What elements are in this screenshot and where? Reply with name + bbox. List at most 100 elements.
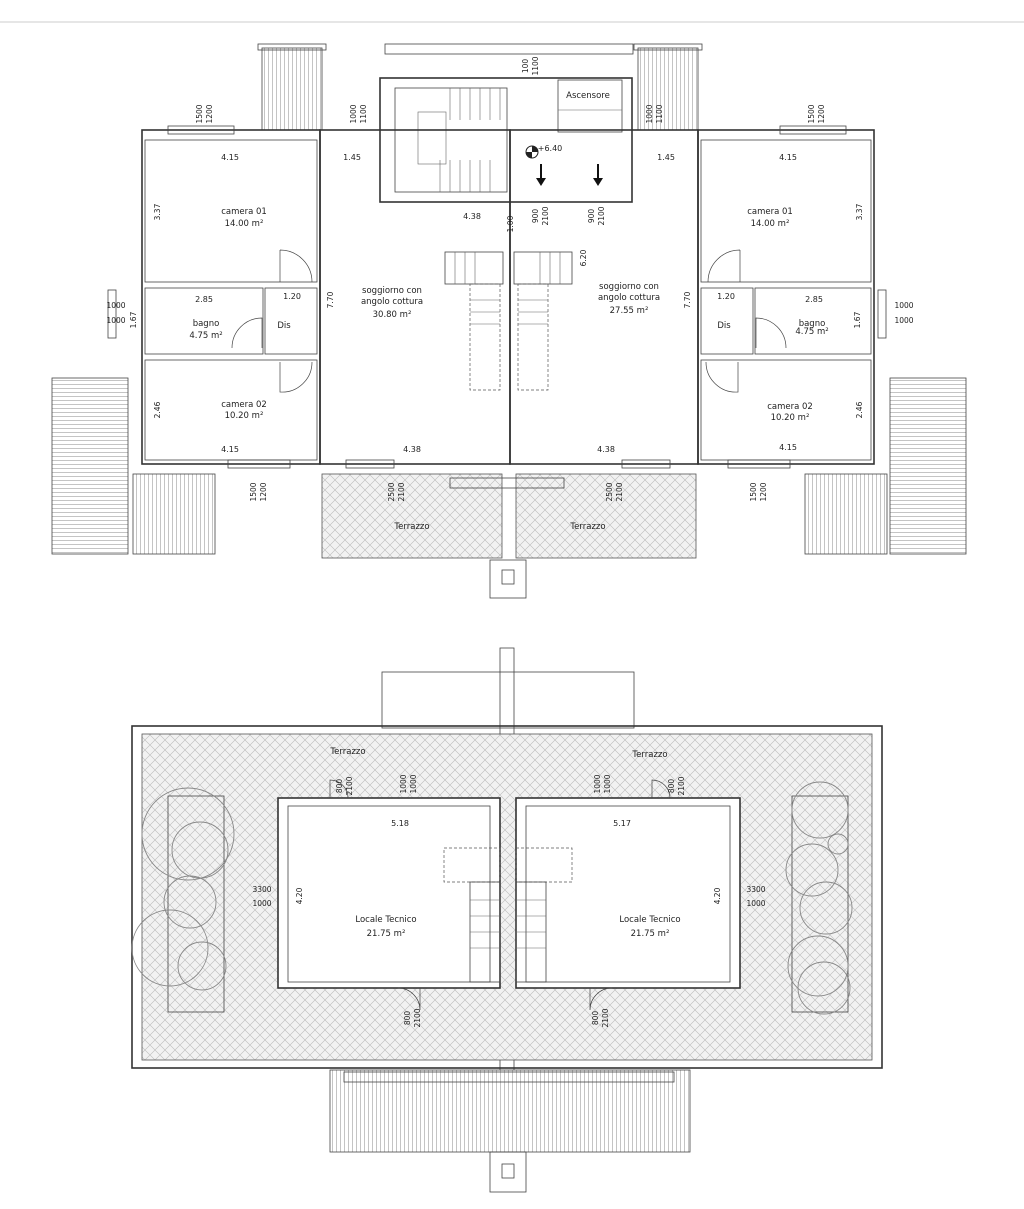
roof-deck-bottom	[329, 1069, 691, 1153]
dim-camera-02-left-w: 4.15	[221, 445, 239, 454]
area-camera-01-left: 14.00 m²	[225, 219, 264, 229]
dim-camera-01-right-h: 3.37	[855, 203, 864, 220]
room-dis-left	[264, 287, 318, 355]
label-bagno-left: bagno	[193, 319, 220, 329]
dim-camera-01-left-h: 3.37	[153, 203, 162, 220]
door-core-right-b: 2100	[597, 206, 606, 225]
dim-locale-right-w: 5.17	[613, 819, 631, 828]
door-top-right-a: 800	[667, 779, 676, 794]
dim-438-bottom-left: 4.38	[403, 445, 421, 454]
dim-camera-01-left-w: 4.15	[221, 153, 239, 162]
area-bagno-left: 4.75 m²	[189, 331, 222, 341]
deck-bottom-left	[132, 473, 216, 555]
area-soggiorno-left: 30.80 m²	[373, 310, 412, 320]
label-roof-terrazzo-right: Terrazzo	[631, 750, 667, 760]
area-camera-02-right: 10.20 m²	[771, 413, 810, 423]
win-terrace-right-a: 2500	[605, 482, 614, 501]
win-side-roof-left-b: 1000	[252, 899, 271, 908]
dim-camera-02-right-h: 2.46	[855, 401, 864, 418]
core-block	[379, 77, 633, 203]
label-camera-02-left: camera 02	[221, 400, 267, 410]
label-roof-terrazzo-left: Terrazzo	[329, 747, 365, 757]
label-camera-02-right: camera 02	[767, 402, 813, 412]
win-camera-01-left-a: 1500	[195, 104, 204, 123]
label-camera-01-left: camera 01	[221, 207, 267, 217]
door-core-left-a: 900	[531, 209, 540, 224]
win-top-left-b: 1000	[409, 774, 418, 793]
dim-dis-right-w: 1.20	[717, 292, 735, 301]
label-locale-tecnico-left: Locale Tecnico	[355, 915, 416, 925]
planter-right	[791, 795, 849, 1013]
dim-camera-01-right-w: 4.15	[779, 153, 797, 162]
win-terrace-right-b: 2100	[615, 482, 624, 501]
level-marker: +6.40	[538, 144, 563, 153]
win-side-left-b: 1100	[359, 104, 368, 123]
win-side-left-a: 1000	[349, 104, 358, 123]
room-locale-tecnico-left	[277, 797, 501, 989]
win-bagno-right-b: 1000	[894, 316, 913, 325]
dim-locale-right-h: 4.20	[713, 887, 722, 904]
label-soggiorno-left-1: soggiorno con	[362, 286, 422, 296]
dim-bagno-right-h: 1.67	[853, 311, 862, 328]
dim-soggiorno-left-h: 7.70	[326, 291, 335, 308]
door-top-left-b: 2100	[345, 776, 354, 795]
label-terrazzo-left: Terrazzo	[393, 522, 429, 532]
area-camera-01-right: 14.00 m²	[751, 219, 790, 229]
win-side-right-b: 1100	[655, 104, 664, 123]
door-bottom-right-b: 2100	[601, 1008, 610, 1027]
door-core-right-a: 900	[587, 209, 596, 224]
win-core-top-a: 100	[521, 59, 530, 74]
win-camera-01-left-b: 1200	[205, 104, 214, 123]
area-bagno-right: 4.75 m²	[795, 327, 828, 337]
roof-terrace	[141, 733, 873, 1061]
room-camera-01-right	[700, 139, 872, 283]
win-side-roof-left-a: 3300	[252, 885, 271, 894]
label-bagno-right: bagno	[799, 319, 826, 329]
label-soggiorno-right-1: soggiorno con	[599, 282, 659, 292]
win-side-right-a: 1000	[645, 104, 654, 123]
dim-620-right: 6.20	[579, 249, 588, 266]
area-locale-tecnico-left: 21.75 m²	[367, 929, 406, 939]
planter-left	[167, 795, 225, 1013]
win-top-right-a: 1000	[593, 774, 602, 793]
trees-right	[785, 781, 853, 1015]
door-bottom-right-a: 800	[591, 1011, 600, 1026]
label-soggiorno-right-2: angolo cottura	[598, 293, 660, 303]
room-bagno-right	[754, 287, 872, 355]
win-camera-02-right-a: 1500	[749, 482, 758, 501]
label-camera-01-right: camera 01	[747, 207, 793, 217]
dim-145-right: 1.45	[657, 153, 675, 162]
dim-dis-left-w: 1.20	[283, 292, 301, 301]
win-camera-02-left-a: 1500	[249, 482, 258, 501]
balcony-top-left	[261, 47, 323, 131]
label-terrazzo-right: Terrazzo	[569, 522, 605, 532]
door-top-right-b: 2100	[677, 776, 686, 795]
label-ascensore: Ascensore	[566, 91, 610, 101]
win-camera-02-left-b: 1200	[259, 482, 268, 501]
dim-camera-02-left-h: 2.46	[153, 401, 162, 418]
area-soggiorno-right: 27.55 m²	[610, 306, 649, 316]
area-locale-tecnico-right: 21.75 m²	[631, 929, 670, 939]
win-camera-01-right-b: 1200	[817, 104, 826, 123]
door-top-left-a: 800	[335, 779, 344, 794]
upper-floor-plan: camera 01 14.00 m² 4.15 3.37 2.85 bagno …	[51, 43, 967, 599]
deck-left	[51, 377, 129, 555]
win-terrace-left-b: 2100	[397, 482, 406, 501]
roof-plan: Terrazzo Locale Tecnico 21.75 m² 5.18 4.…	[131, 647, 883, 1193]
door-bottom-left-a: 800	[403, 1011, 412, 1026]
dim-locale-left-h: 4.20	[295, 887, 304, 904]
deck-right	[889, 377, 967, 555]
win-terrace-left-a: 2500	[387, 482, 396, 501]
door-bottom-left-b: 2100	[413, 1008, 422, 1027]
win-side-roof-right-a: 3300	[746, 885, 765, 894]
room-locale-tecnico-right	[515, 797, 741, 989]
trees-left	[131, 787, 235, 991]
dim-bagno-left-h: 1.67	[129, 311, 138, 328]
room-dis-right	[700, 287, 754, 355]
dim-438-bottom-right: 4.38	[597, 445, 615, 454]
win-top-left-a: 1000	[399, 774, 408, 793]
room-camera-01-left	[144, 139, 318, 283]
dim-bagno-left-w: 2.85	[195, 295, 213, 304]
room-bagno-left	[144, 287, 264, 355]
